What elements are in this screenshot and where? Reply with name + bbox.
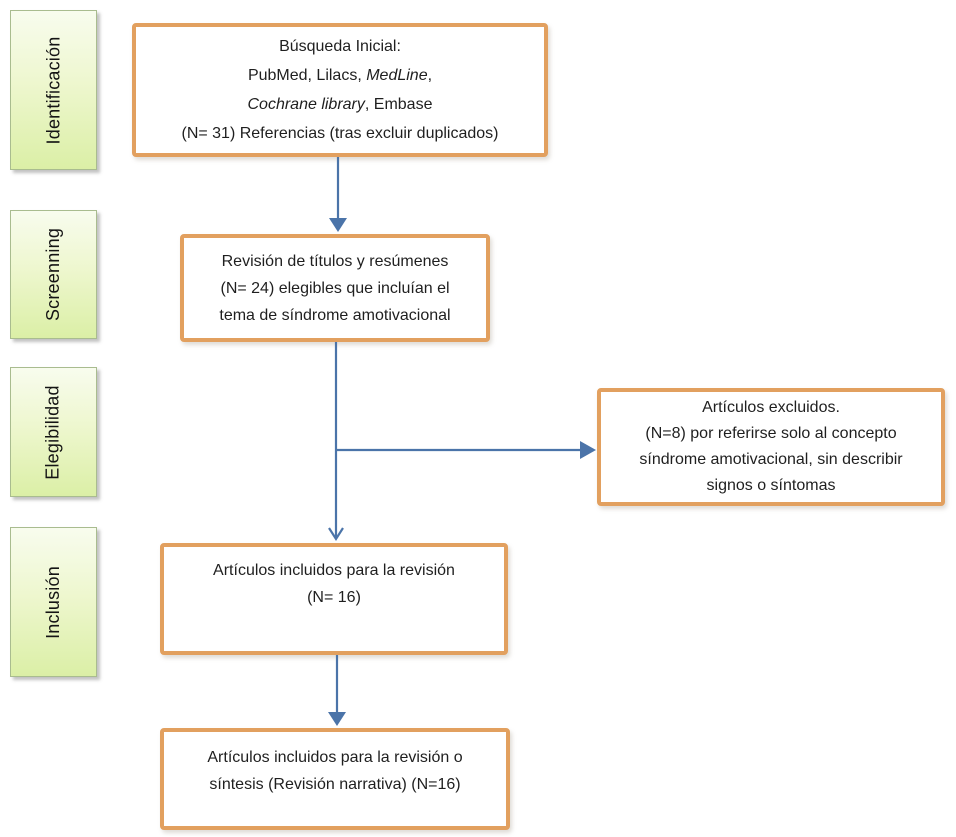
arrow-screening-to-included [328, 342, 344, 542]
stage-label-elegibilidad: Elegibilidad [10, 367, 97, 497]
box-final-synthesis: Artículos incluidos para la revisión o s… [160, 728, 510, 830]
stage-label-screening: Screenning [10, 210, 97, 339]
box-title-abstract-screening: Revisión de títulos y resúmenes (N= 24) … [180, 234, 490, 342]
stage-label-text: Inclusión [43, 565, 63, 639]
box-excluded-articles: Artículos excluidos. (N=8) por referirse… [597, 388, 945, 506]
stage-label-text: Screenning [43, 227, 64, 322]
box-text-line: (N= 31) Referencias (tras excluir duplic… [181, 125, 499, 142]
stage-label-text: Elegibilidad [43, 384, 63, 480]
stage-label-identificacion: Identificación [10, 10, 97, 170]
box-text-line: Búsqueda Inicial: [279, 38, 401, 55]
box-text: Artículos incluidos para la revisión (N=… [213, 562, 455, 606]
box-text: Revisión de títulos y resúmenes (N= 24) … [219, 252, 451, 324]
stage-label-inclusion: Inclusión [10, 527, 97, 677]
box-text-line: Cochrane library, Embase [247, 96, 433, 113]
box-text: Artículos excluidos. (N=8) por referirse… [639, 399, 903, 494]
arrow-branch-to-excluded [336, 441, 596, 459]
arrow-included-to-final [328, 655, 346, 726]
box-text-line: PubMed, Lilacs, MedLine, [247, 67, 433, 84]
arrow-search-to-screening [329, 157, 347, 232]
box-text: Artículos incluidos para la revisión o s… [207, 749, 463, 793]
box-initial-search: Búsqueda Inicial: PubMed, Lilacs, MedLin… [132, 23, 548, 157]
stage-label-text: Identificación [43, 36, 63, 144]
box-included-articles: Artículos incluidos para la revisión (N=… [160, 543, 508, 655]
